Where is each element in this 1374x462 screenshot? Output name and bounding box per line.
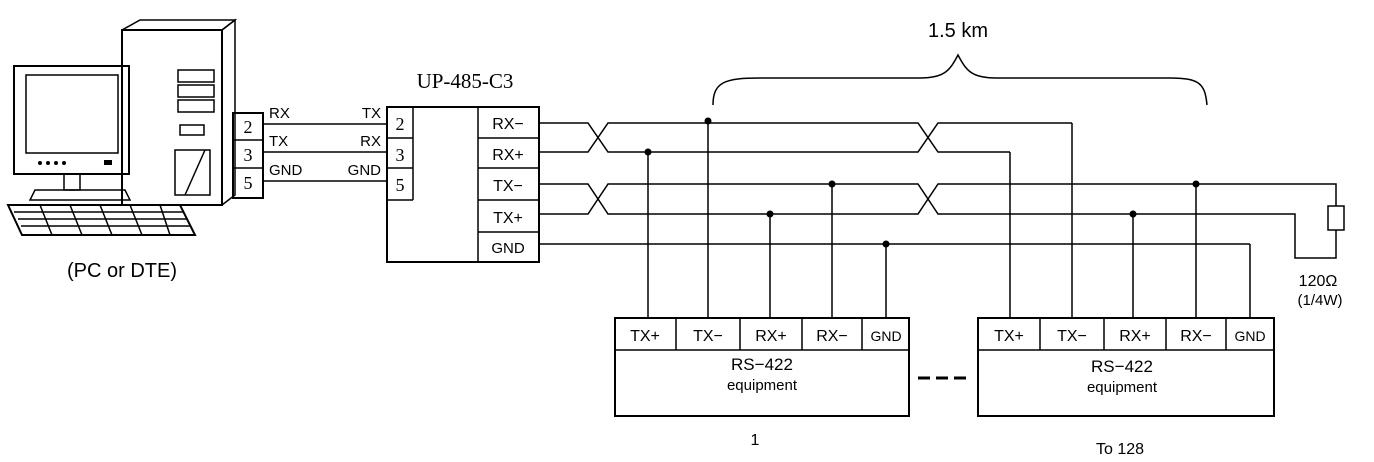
pc-pin-block: 2 3 5 xyxy=(232,112,264,199)
pc-pin-2: 3 xyxy=(244,145,253,165)
equipment-128-drops xyxy=(1009,123,1251,318)
eq1-title: RS−422 xyxy=(731,355,793,374)
conv-term-tx-minus: TX− xyxy=(493,178,523,195)
equipment-1: TX+ TX− RX+ RX− GND RS−422 equipment 1 xyxy=(614,317,910,449)
conv-label-rx: RX xyxy=(360,133,381,150)
distance-brace: 1.5 km xyxy=(712,20,1208,106)
pc-label-gnd: GND xyxy=(269,162,303,179)
eq1-term-gnd: GND xyxy=(870,328,901,344)
pc-label-tx: TX xyxy=(269,133,288,150)
eq128-term-tx-minus: TX− xyxy=(1057,328,1087,345)
conv-pin-2: 3 xyxy=(396,145,405,165)
pc-pin-1: 2 xyxy=(244,117,253,137)
conv-term-tx-plus: TX+ xyxy=(493,210,523,227)
eq1-term-tx-minus: TX− xyxy=(693,328,723,345)
distance-label: 1.5 km xyxy=(928,20,988,42)
resistor-value: 120Ω xyxy=(1299,273,1338,290)
pc-label-rx: RX xyxy=(269,105,290,122)
eq128-term-tx-plus: TX+ xyxy=(994,328,1024,345)
eq128-caption: To 128 xyxy=(1096,441,1144,458)
eq128-term-rx-plus: RX+ xyxy=(1119,328,1151,345)
eq128-term-rx-minus: RX− xyxy=(1180,328,1212,345)
rs232-link: RX TX GND TX RX GND xyxy=(263,105,387,182)
equipment-1-drops xyxy=(644,117,890,318)
conv-term-rx-plus: RX+ xyxy=(492,147,524,164)
eq1-term-tx-plus: TX+ xyxy=(630,328,660,345)
pc-pin-3: 5 xyxy=(244,173,253,193)
eq128-title: RS−422 xyxy=(1091,357,1153,376)
rs422-bus xyxy=(539,122,1345,259)
conv-term-gnd: GND xyxy=(491,240,525,257)
eq1-subtitle: equipment xyxy=(727,377,798,394)
resistor-labels: 120Ω (1/4W) xyxy=(1298,273,1343,309)
conv-term-rx-minus: RX− xyxy=(492,116,524,133)
converter-title: UP-485-C3 xyxy=(417,69,514,93)
eq1-caption: 1 xyxy=(751,432,760,449)
pc-caption: (PC or DTE) xyxy=(67,260,177,282)
conv-label-gnd: GND xyxy=(348,162,382,179)
conv-pin-1: 2 xyxy=(396,114,405,134)
conv-pin-3: 5 xyxy=(396,175,405,195)
computer-icon xyxy=(6,18,238,236)
converter-box: UP-485-C3 2 3 5 RX− RX+ TX− TX+ GND xyxy=(386,69,540,263)
equipment-128: TX+ TX− RX+ RX− GND RS−422 equipment To … xyxy=(977,317,1275,458)
eq128-term-gnd: GND xyxy=(1234,328,1265,344)
resistor-rating: (1/4W) xyxy=(1298,292,1343,309)
eq1-term-rx-plus: RX+ xyxy=(755,328,787,345)
conv-label-tx: TX xyxy=(362,105,381,122)
eq1-term-rx-minus: RX− xyxy=(816,328,848,345)
eq128-subtitle: equipment xyxy=(1087,379,1158,396)
terminating-resistor xyxy=(1327,205,1345,231)
